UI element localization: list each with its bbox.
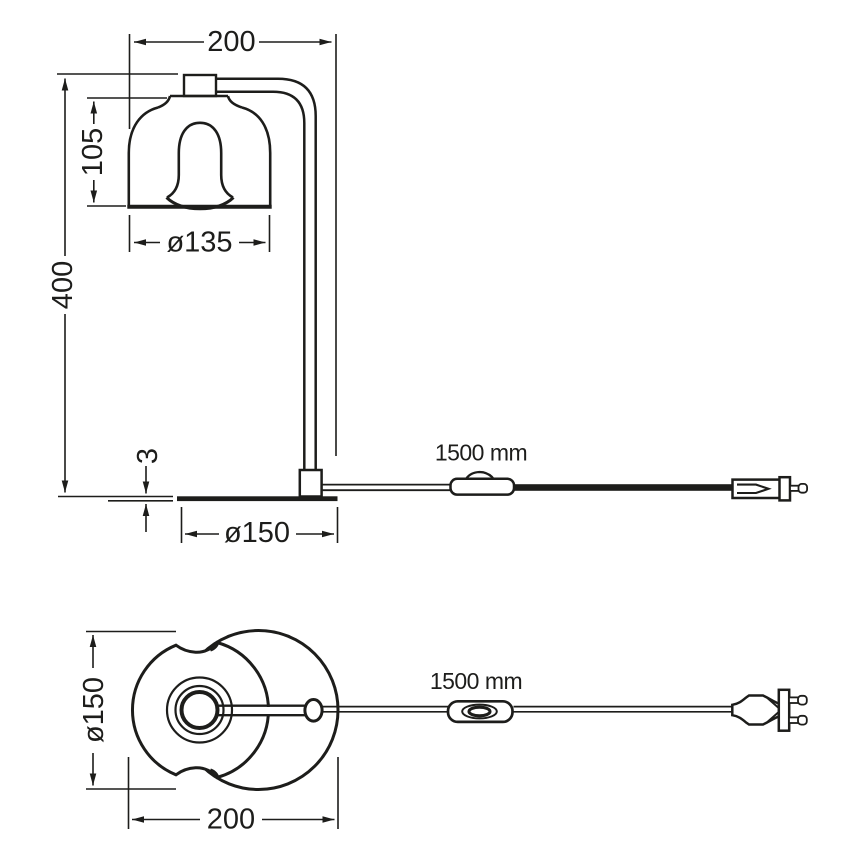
cable-thin-segment [321,483,451,492]
plug-body-detail-top [765,696,780,724]
dim-label-shade-height: 105 [77,128,109,176]
side-dimension-lines [61,38,334,538]
shade-inner-bell [166,121,234,199]
switch-toggle-side [463,470,496,481]
switch-oval-outer [461,703,498,720]
plug-collar-side [778,475,792,502]
arm-fill [217,707,314,715]
arm-inner-line [214,90,306,470]
top-dimension-lines [89,635,335,823]
ring-middle [174,684,225,736]
side-extension-lines [57,34,339,543]
lamp-socket [182,73,218,98]
arm-outer-line [214,77,317,470]
arm-top [217,704,314,717]
cable-thick-segment [513,484,733,491]
inline-switch-side [449,477,516,496]
top-view: ø150 200 1500 mm [78,629,808,836]
plug-collar-top [777,688,791,732]
base-plate [177,496,338,502]
socket-rings-top [165,676,234,744]
power-plug-side [731,475,809,502]
dim-label-base-thickness: 3 [132,448,164,464]
arm-lines-top [217,704,314,717]
dim-label-overall-height: 400 [47,261,79,309]
shade-circle-top [130,640,270,780]
cable-left-top [322,705,449,713]
label-cable-length-top: 1500 mm [430,668,522,694]
plug-body-side [731,478,782,500]
dim-label-overall-width: 200 [207,26,255,58]
dim-label-shade-diameter: ø135 [166,227,232,259]
dim-label-overall-width-top: 200 [207,804,255,836]
shade-notch-curl-bottom [210,768,220,780]
shade-outer-right [241,106,272,206]
ring-outer [165,676,234,744]
shade-outer-left [127,106,159,206]
shade-notch-curl-top [210,640,220,652]
top-cable [322,688,808,732]
lamp-arm [214,77,317,470]
shade-collar-sides [157,95,243,109]
side-view: 200 105 ø135 400 3 ø150 1500 mm [47,26,809,549]
dim-label-base-diameter-top: ø150 [78,677,110,743]
plug-body-top [731,694,781,726]
plug-body-detail [737,483,772,495]
inline-switch-top [446,699,514,724]
top-extension-lines [86,630,339,829]
lamp-base [177,468,338,502]
dim-label-base-diameter: ø150 [224,517,290,549]
lamp-shade [127,94,272,211]
plug-pin-tip-side [797,482,809,494]
plug-pin-tip-lower [797,714,808,726]
ring-inner [179,690,220,730]
label-cable-length-side: 1500 mm [435,440,527,466]
plug-pin-tip-upper [797,694,808,706]
switch-oval-inner [467,705,492,718]
cable-right-top [513,705,732,713]
power-plug-top [731,688,808,732]
pole-foot-collar [298,468,323,498]
pole-cap-top [303,698,324,723]
shade-drape-edge [165,196,235,211]
side-cable [321,470,809,502]
